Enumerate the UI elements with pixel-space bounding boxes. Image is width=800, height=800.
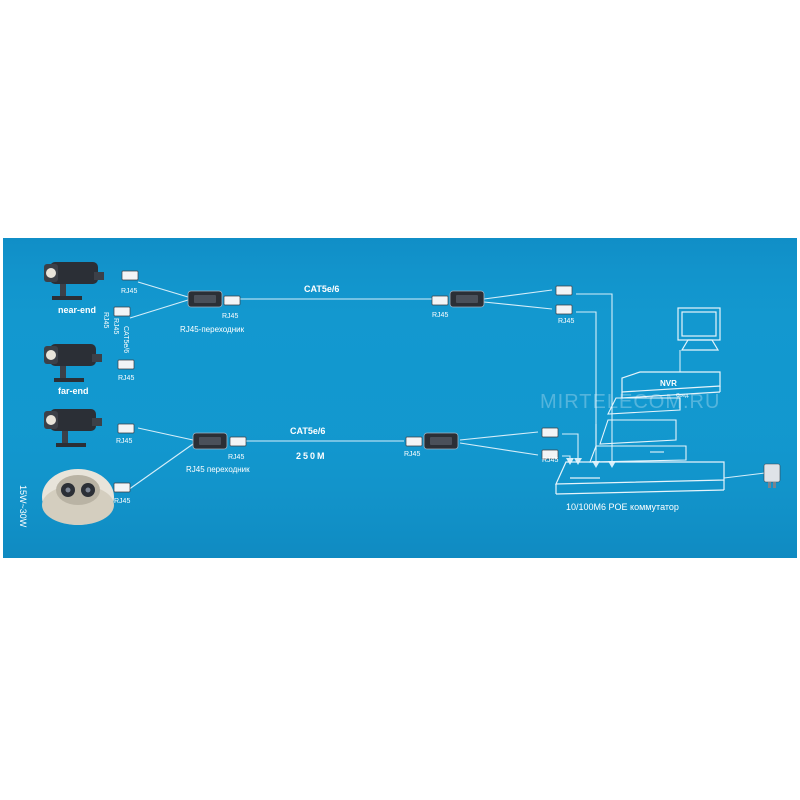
- rj45-label: RJ45: [116, 438, 132, 445]
- nvr-label: NVR: [660, 379, 677, 388]
- nvr-caption: Соед.: [676, 393, 689, 399]
- cable-vertical-label: CAT5e/6: [122, 326, 129, 353]
- nvr-device: [621, 371, 721, 399]
- camera-near-end-label: near-end: [58, 305, 96, 315]
- camera-far-end-label: far-end: [58, 386, 89, 396]
- camera-far-end: [44, 344, 102, 382]
- adapter-top: [187, 290, 223, 308]
- rj45-label: RJ45: [542, 457, 558, 464]
- power-range-label: 15W~30W: [18, 485, 28, 528]
- cable-distance-label: 250M: [296, 451, 327, 461]
- adapter-bottom-label: RJ45 переходник: [186, 465, 250, 474]
- connection-lines: [127, 281, 766, 491]
- poe-switch: [555, 461, 725, 495]
- rj45-label: RJ45: [432, 312, 448, 319]
- camera-bullet-3: [44, 409, 102, 447]
- rj45-label: RJ45: [404, 451, 420, 458]
- rj45-labels: RJ45 RJ45 RJ45 RJ45 RJ45 RJ45 RJ45 RJ45 …: [102, 288, 574, 505]
- cable-bottom-label: CAT5e/6: [290, 426, 325, 436]
- rj45-label: RJ45: [102, 312, 109, 328]
- camera-dome: [42, 469, 114, 525]
- rj45-plugs: [113, 270, 573, 493]
- switch-label: 10/100M6 POE коммутатор: [566, 502, 679, 512]
- rj45-label: RJ45: [228, 454, 244, 461]
- monitor-icon: [677, 307, 721, 351]
- adapter-bottom-far: [423, 432, 459, 450]
- rj45-label: RJ45: [121, 288, 137, 295]
- rj45-label: RJ45: [118, 375, 134, 382]
- adapter-bottom: [192, 432, 228, 450]
- rj45-label: RJ45: [558, 318, 574, 325]
- adapter-top-far: [449, 290, 485, 308]
- rj45-label: RJ45: [222, 313, 238, 320]
- cable-top-label: CAT5e/6: [304, 284, 339, 294]
- rj45-label: RJ45: [112, 318, 119, 334]
- stack-devices: [589, 397, 687, 463]
- rj45-label: RJ45: [114, 498, 130, 505]
- adapter-top-label: RJ45-переходник: [180, 325, 245, 334]
- watermark: MIRTELECOM.RU: [540, 391, 720, 413]
- power-adapter-icon: [763, 463, 781, 488]
- camera-near-end: [44, 262, 104, 300]
